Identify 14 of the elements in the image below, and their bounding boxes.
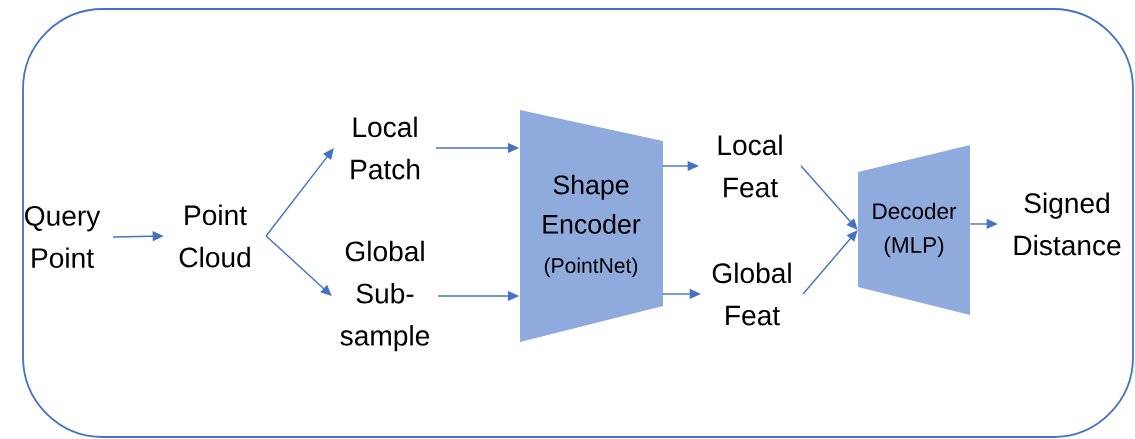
decoder-trapezoid: Decoder (MLP) [858,145,970,315]
node-label: Query Point [25,205,101,268]
node-label: Global Feat [712,262,791,326]
encoder-trapezoid: Shape Encoder (PointNet) [520,110,663,342]
node-label: Global Sub-sample [340,240,430,352]
arrow [802,230,858,295]
node-label: Point Cloud [179,204,250,268]
node-label: Signed Distance [1014,192,1121,256]
arrow [800,165,858,230]
rounded-frame [22,8,1134,438]
arrow [265,235,332,296]
node-label: Local Feat [718,134,782,198]
arrow [265,148,334,237]
node-label: Local Patch [351,116,420,180]
